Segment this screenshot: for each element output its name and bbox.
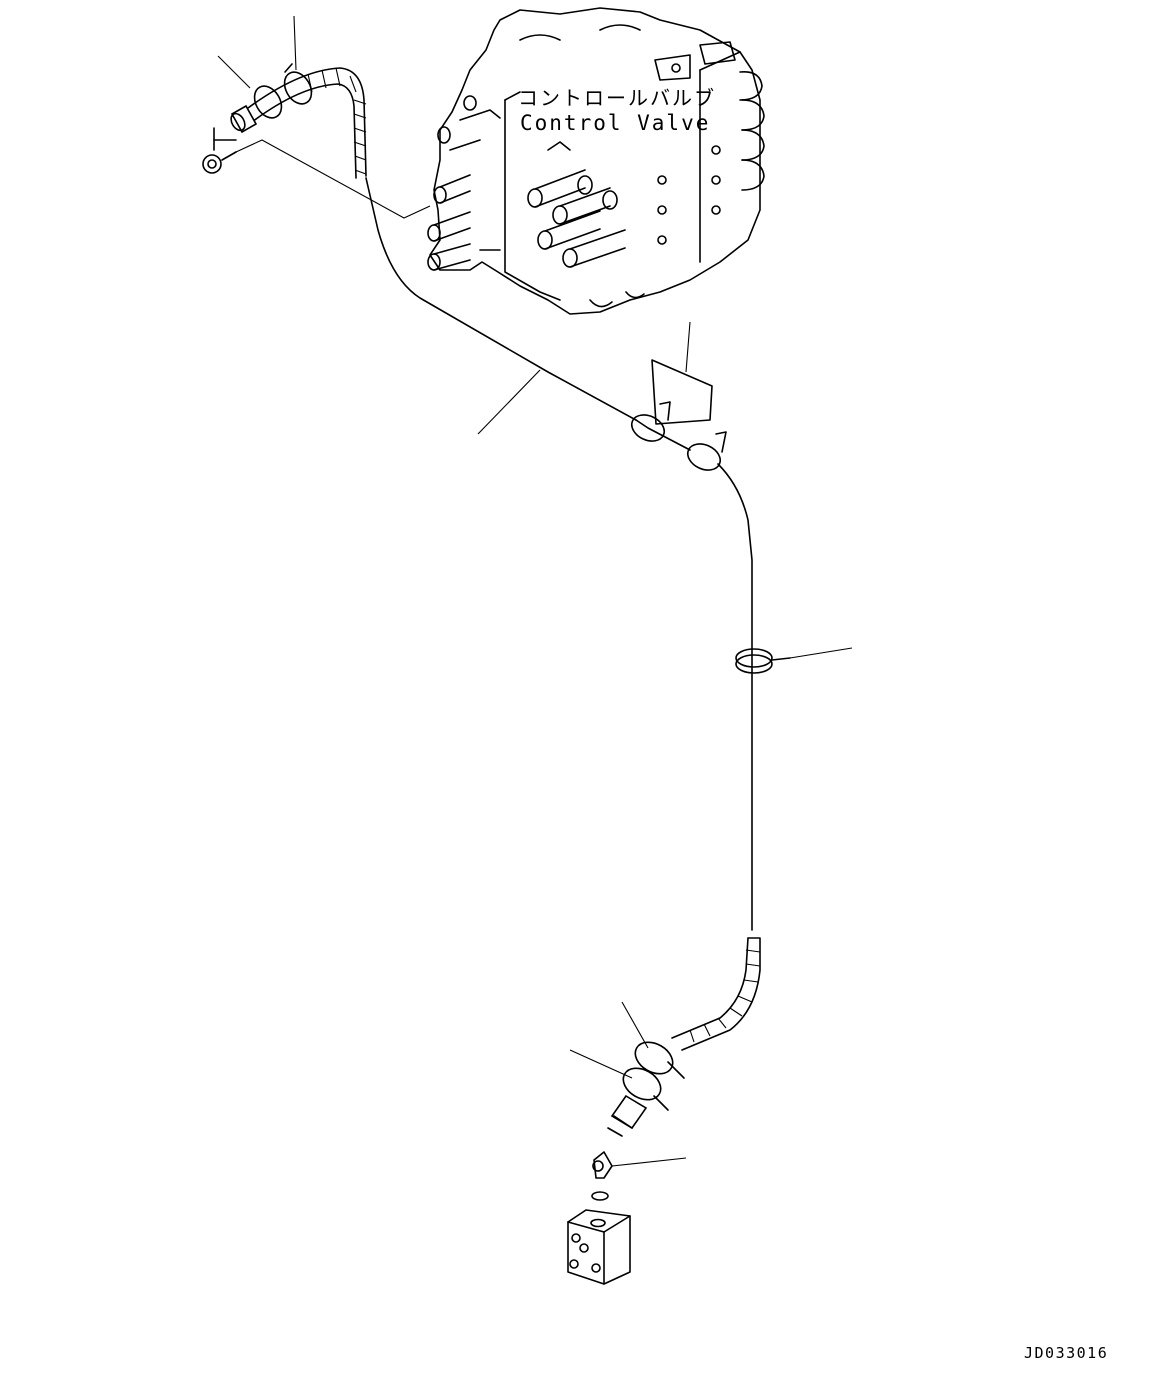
lower-hose-fitting	[569, 937, 761, 1137]
drawing-id: JD033016	[1024, 1344, 1109, 1362]
control-valve-label-en: Control Valve	[520, 111, 711, 135]
upper-hose-fitting	[202, 15, 637, 435]
lower-single-clamp	[735, 647, 853, 674]
middle-clamps	[630, 321, 753, 931]
control-valve-drawing	[427, 7, 765, 315]
control-valve-label-jp: コントロールバルブ	[518, 86, 716, 110]
manifold-block	[567, 1151, 687, 1285]
